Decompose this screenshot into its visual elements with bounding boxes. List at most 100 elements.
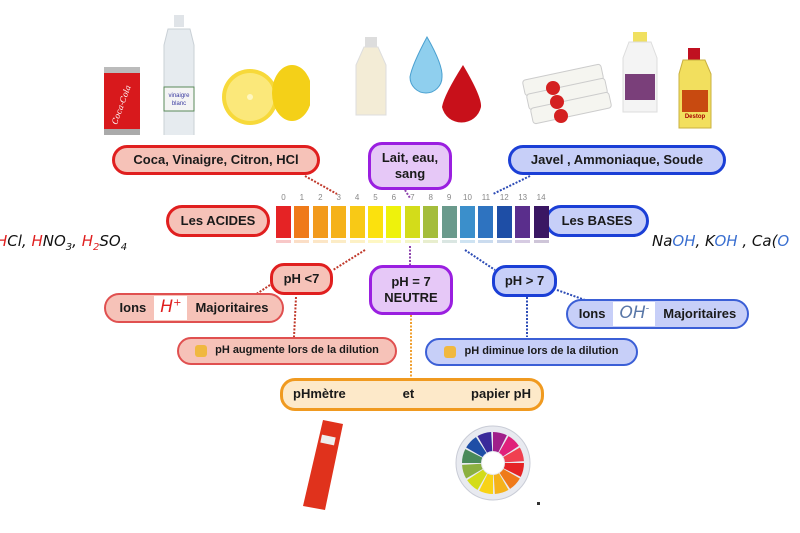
neutral-examples-line2: sang (394, 166, 426, 181)
ph-swatch-12 (496, 206, 512, 238)
acids-label-node: Les ACIDES (166, 205, 270, 237)
ions-acid-prefix: Ions (119, 299, 147, 315)
tools-node: pHmètre et papier pH (280, 378, 544, 411)
tools-ph-paper-label: papier pH (471, 386, 531, 402)
ph-swatch-3 (331, 206, 347, 238)
ph-swatch-reflection-13 (515, 240, 531, 243)
neutral-products-image (355, 35, 482, 123)
ph-swatch-11 (478, 206, 494, 238)
ph-base-node: pH > 7 (492, 265, 557, 297)
ph-paper-segment-0 (503, 463, 524, 477)
connector-ph-base (464, 249, 496, 271)
ph-paper-segment-8 (477, 432, 493, 453)
ph-number-5: 5 (373, 193, 378, 202)
ph-acid-node: pH <7 (270, 263, 333, 295)
connector-acid-examples (304, 175, 338, 195)
ph-number-3: 3 (336, 193, 341, 202)
ph-swatch-9 (441, 206, 457, 238)
ph-swatch-reflection-8 (423, 240, 439, 243)
ph-swatch-reflection-12 (496, 240, 512, 243)
base-examples-node: Javel , Ammoniaque, Soude (508, 145, 726, 175)
ph-swatch-reflection-14 (533, 240, 549, 243)
lacroix-bleach-image (522, 63, 612, 125)
ph-swatch-reflection-6 (386, 240, 402, 243)
connector-dilution-acid (293, 296, 297, 338)
destop-bottle-image: Destop (678, 48, 712, 129)
ph-paper-center (482, 452, 504, 474)
ph-swatch-13 (515, 206, 531, 238)
ph-number-10: 10 (463, 193, 472, 202)
dot-mark (537, 502, 540, 505)
ion-h-plus: H+ (154, 296, 188, 320)
neutral-examples-line1: Lait, eau, (381, 149, 439, 165)
ph-number-11: 11 (481, 193, 491, 202)
coca-can-image: Coca-Cola (104, 67, 140, 135)
ph-swatch-reflection-4 (349, 240, 365, 243)
ph-neutral-node: pH = 7 NEUTRE (369, 265, 453, 315)
ph-swatch-reflection-2 (312, 240, 328, 243)
ions-acid-node: Ions H+ Majoritaires (104, 293, 284, 323)
ph-paper-segment-4 (467, 469, 487, 490)
ph-paper-segment-2 (493, 473, 509, 494)
ph-number-8: 8 (428, 193, 433, 202)
ph-swatch-5 (368, 206, 383, 238)
ph-paper-segment-9 (493, 432, 507, 453)
ph-paper-segment-5 (462, 463, 483, 479)
ph-paper-image (455, 425, 531, 501)
ph-number-14: 14 (536, 193, 546, 202)
ions-base-node: Ions OH- Majoritaires (566, 299, 749, 329)
dilution-acid-text: pH augmente lors de la dilution (215, 344, 379, 357)
ph-number-0: 0 (281, 193, 286, 202)
ph-swatch-reflection-0 (276, 240, 291, 243)
ph-swatch-reflection-11 (478, 240, 494, 243)
svg-text:vinaigre: vinaigre (168, 93, 190, 99)
ph-swatch-reflection-3 (331, 240, 347, 243)
water-drop-icon (409, 35, 443, 94)
ph-paper-segment-6 (462, 449, 483, 463)
ph-swatch-reflection-9 (441, 240, 457, 243)
ph-swatch-reflection-10 (460, 240, 475, 243)
thumbs-up-icon (195, 345, 208, 357)
acid-products-image: Coca-Cola vinaigre blanc (104, 15, 310, 135)
dilution-base-node: pH diminue lors de la dilution (425, 338, 638, 366)
acid-formulas: HCl, HNO3, H2SO4 (0, 232, 128, 253)
ph-paper-segment-1 (499, 469, 520, 489)
ph-number-2: 2 (318, 193, 323, 202)
ph-swatch-reflection-1 (294, 240, 310, 243)
tools-phmeter-label: pHmètre (293, 386, 346, 402)
dilution-acid-node: pH augmente lors de la dilution (177, 337, 397, 365)
ph-swatch-reflection-5 (368, 240, 383, 243)
ph-paper-segment-11 (503, 447, 524, 463)
ph-swatch-reflection-7 (404, 240, 420, 243)
ph-number-4: 4 (354, 193, 360, 202)
acid-examples-node: Coca, Vinaigre, Citron, HCl (112, 145, 320, 175)
base-formulas: NaOH, KOH , Ca(O (652, 232, 790, 250)
ph-swatch-14 (533, 206, 549, 238)
connector-base-examples (492, 175, 531, 195)
ph-paper-segment-3 (479, 473, 493, 494)
svg-text:Destop: Destop (685, 114, 706, 120)
tools-and-label: et (402, 386, 415, 402)
ions-acid-suffix: Majoritaires (195, 299, 269, 315)
ph-number-9: 9 (446, 193, 452, 202)
ph-swatch-7 (404, 206, 420, 238)
ph-number-13: 13 (518, 193, 528, 202)
vinegar-bottle-image: vinaigre blanc (163, 15, 195, 135)
ph-number-12: 12 (499, 193, 509, 202)
ph-swatch-10 (460, 206, 475, 238)
connector-ions-base (556, 289, 586, 301)
ion-oh-minus: OH- (613, 302, 656, 326)
ions-base-prefix: Ions (578, 305, 606, 321)
ph-meter-image (303, 420, 343, 510)
ph-neutral-line2: NEUTRE (384, 290, 438, 305)
connector-ph-acid (332, 249, 366, 271)
ph-number-6: 6 (391, 193, 397, 202)
milk-bottle-image (355, 37, 387, 116)
dilution-base-text: pH diminue lors de la dilution (464, 345, 619, 358)
bases-label-node: Les BASES (545, 205, 649, 237)
ions-base-suffix: Majoritaires (663, 305, 737, 321)
ph-swatch-2 (312, 206, 328, 238)
lemon-image (222, 65, 310, 125)
ph-number-7: 7 (410, 193, 415, 202)
base-products-image: Destop (522, 32, 712, 129)
